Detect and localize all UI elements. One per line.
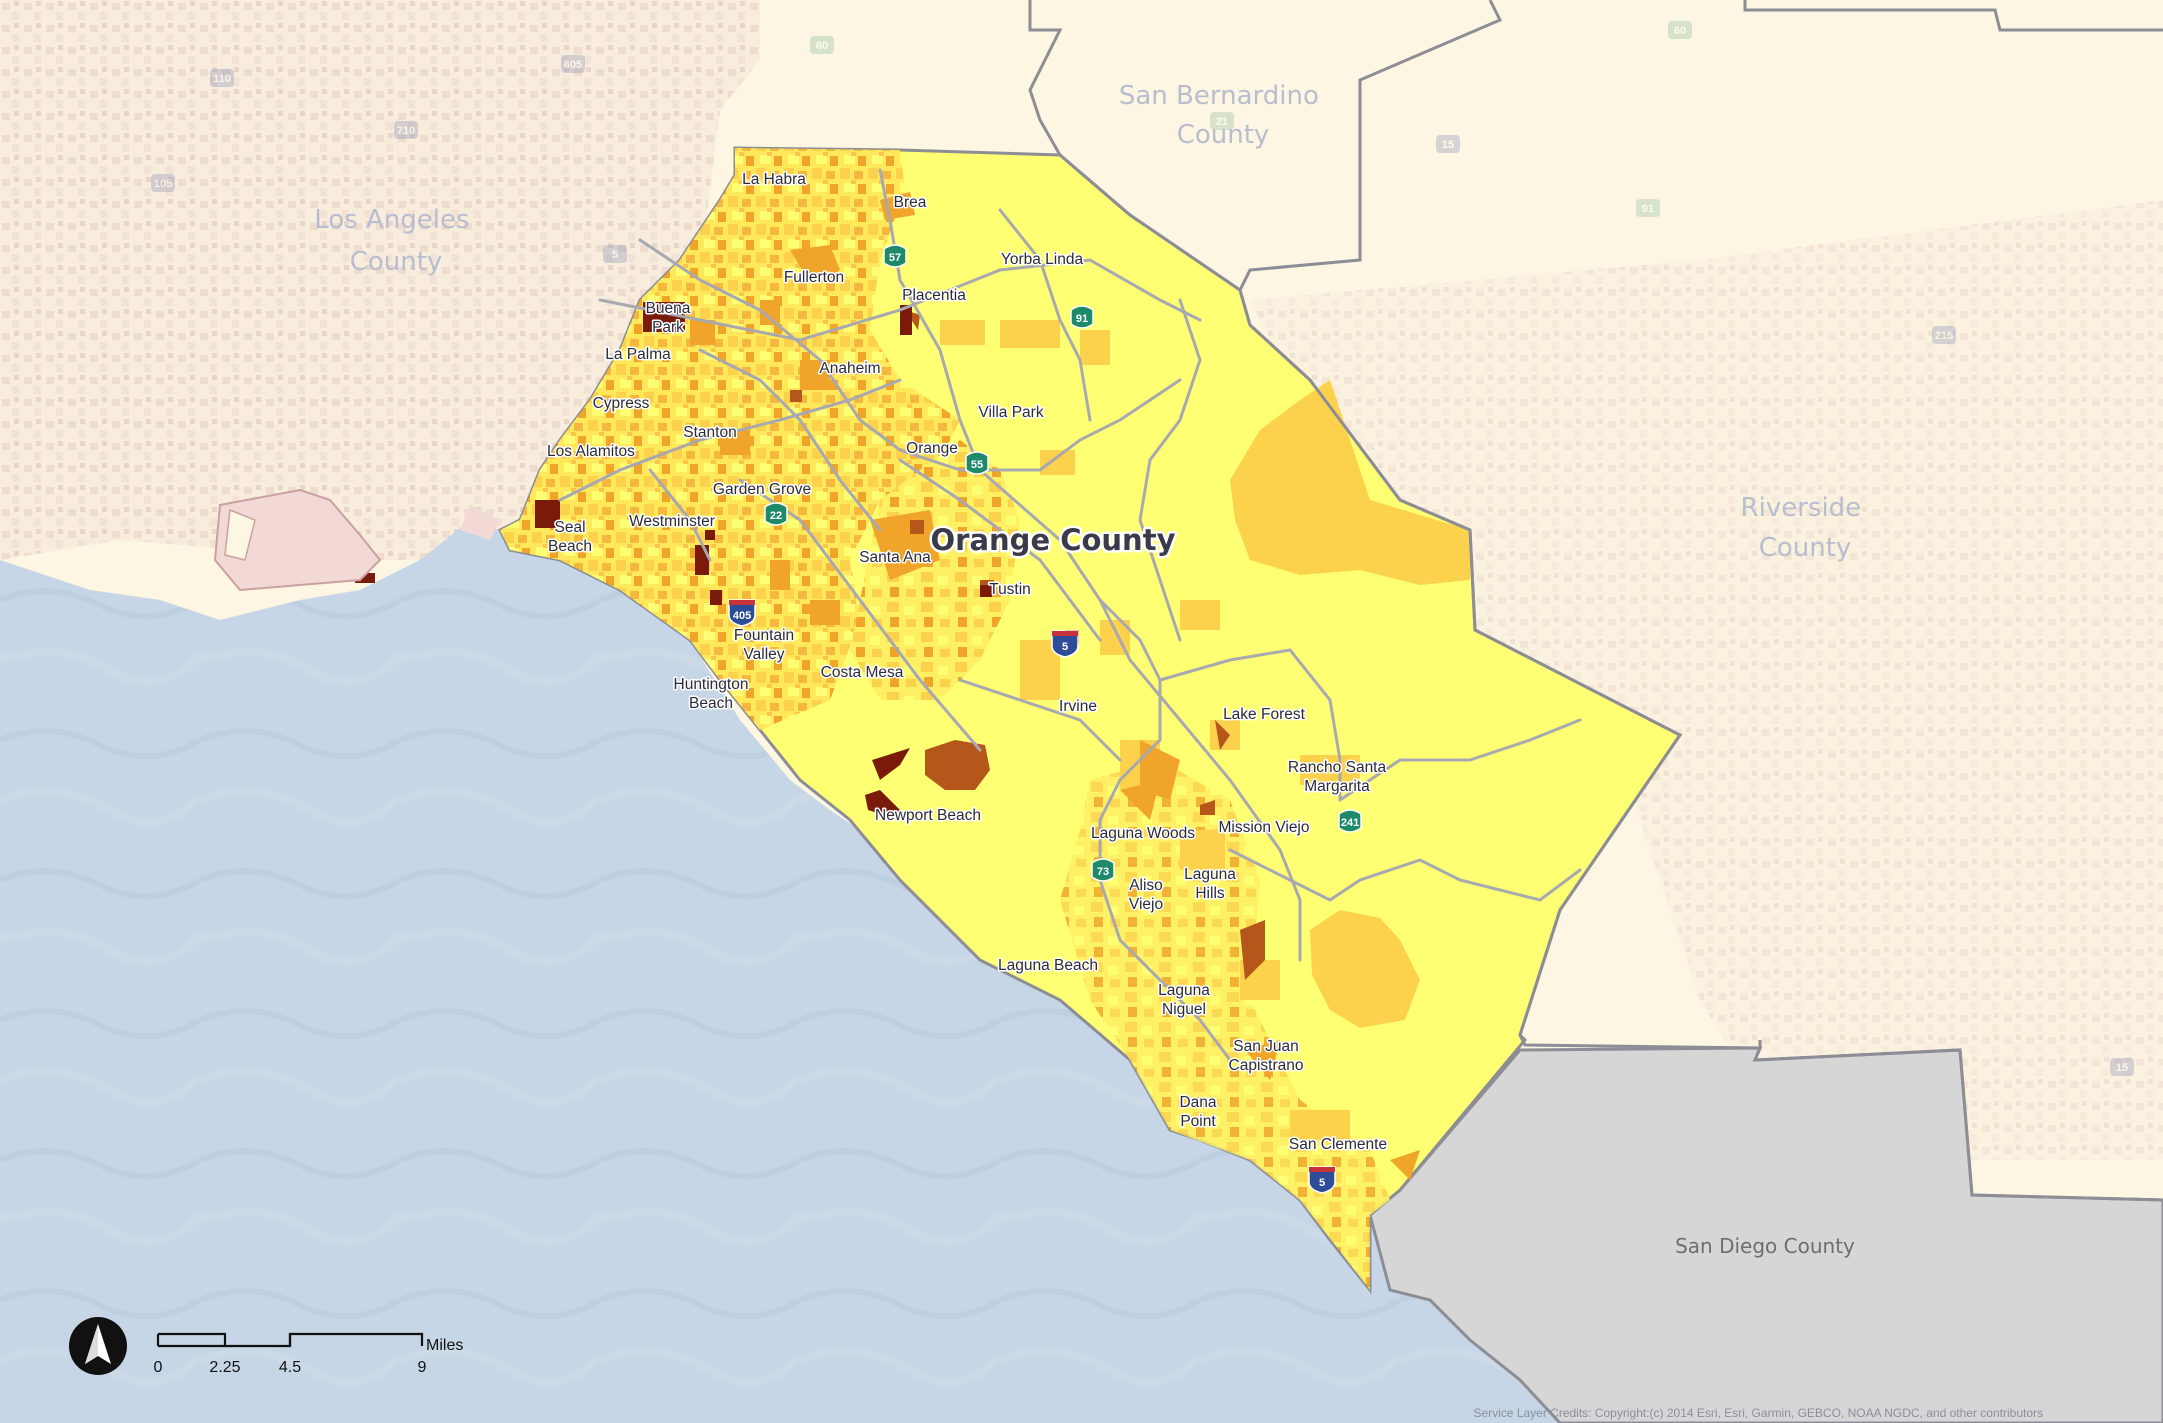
highway-shield-i-5-north: 5 bbox=[1051, 630, 1079, 658]
svg-text:55: 55 bbox=[971, 459, 983, 471]
city-label-orange: Orange bbox=[906, 440, 958, 457]
city-label-stanton: Stanton bbox=[683, 424, 736, 441]
scale-unit: Miles bbox=[426, 1337, 463, 1354]
city-label-villa-park: Villa Park bbox=[978, 404, 1043, 421]
svg-text:15: 15 bbox=[1442, 139, 1454, 151]
svg-text:15: 15 bbox=[2116, 1062, 2128, 1074]
svg-text:241: 241 bbox=[1341, 817, 1359, 829]
svg-text:710: 710 bbox=[397, 125, 415, 137]
scale-tick-9: 9 bbox=[418, 1359, 427, 1376]
highway-shield-sr-241: 241 bbox=[1338, 809, 1362, 833]
svg-text:60: 60 bbox=[816, 40, 828, 52]
svg-text:5: 5 bbox=[1062, 641, 1068, 653]
city-label-anaheim: Anaheim bbox=[819, 360, 880, 377]
extreme-tracts bbox=[355, 302, 1079, 820]
city-label-la-habra: La Habra bbox=[742, 171, 806, 188]
city-label-garden-grove: Garden Grove bbox=[713, 481, 811, 498]
highway-shield-i-405: 405 bbox=[728, 599, 756, 627]
oc-south-urban-tracts bbox=[1060, 760, 1390, 1290]
city-label-brea: Brea bbox=[894, 194, 927, 211]
long-beach-harbor bbox=[213, 488, 500, 592]
high-tracts bbox=[690, 192, 1420, 1180]
highway-shield-sr-73: 73 bbox=[1091, 858, 1115, 882]
caspers-park-area bbox=[1310, 910, 1420, 1028]
scale-bar: 0 2.25 4.5 9 Miles bbox=[154, 1332, 463, 1376]
county-label-riverside: Riverside County bbox=[1741, 493, 1870, 563]
scale-tick-2-25: 2.25 bbox=[209, 1359, 240, 1376]
county-borders bbox=[1028, 0, 2163, 1202]
scale-tick-0: 0 bbox=[154, 1359, 163, 1376]
city-label-tustin: Tustin bbox=[989, 581, 1031, 598]
scale-tick-4-5: 4.5 bbox=[279, 1359, 301, 1376]
city-label-santa-ana: Santa Ana bbox=[859, 549, 931, 566]
city-label-laguna-beach: Laguna Beach bbox=[998, 957, 1098, 974]
svg-text:91: 91 bbox=[1642, 203, 1654, 215]
cleveland-forest-area bbox=[1230, 380, 1470, 585]
svg-text:73: 73 bbox=[1097, 866, 1109, 878]
city-label-yorba-linda: Yorba Linda bbox=[1001, 251, 1084, 268]
svg-text:5: 5 bbox=[1319, 1177, 1325, 1189]
highway-shield-i-5-south: 5 bbox=[1308, 1166, 1336, 1194]
highway-shield-sr-55: 55 bbox=[965, 451, 989, 475]
city-label-cypress: Cypress bbox=[593, 395, 650, 412]
svg-text:91: 91 bbox=[1076, 313, 1088, 325]
highway-shield-sr-57: 57 bbox=[883, 244, 907, 268]
city-label-costa-mesa: Costa Mesa bbox=[821, 664, 904, 681]
svg-text:405: 405 bbox=[733, 610, 751, 622]
los-angeles-urban-area bbox=[0, 0, 760, 560]
riverside-urban-area bbox=[1250, 200, 2163, 1160]
faded-highway-shields: 605 60 110 710 105 5 60 15 91 215 15 21 bbox=[151, 21, 2134, 1076]
city-label-laguna-woods: Laguna Woods bbox=[1091, 825, 1195, 842]
city-label-westminster: Westminster bbox=[629, 513, 715, 530]
county-label-san-bernardino: San Bernardino County bbox=[1119, 81, 1327, 150]
county-label-san-diego: San Diego County bbox=[1675, 1234, 1855, 1258]
city-label-mission-viejo: Mission Viejo bbox=[1218, 819, 1309, 836]
city-label-san-clemente: San Clemente bbox=[1289, 1136, 1387, 1153]
county-label-los-angeles: Los Angeles County bbox=[314, 205, 478, 277]
highway-shields: 57 91 55 22 405 5 241 73 5 bbox=[728, 244, 1362, 1194]
city-label-la-palma: La Palma bbox=[605, 346, 671, 363]
city-label-fullerton: Fullerton bbox=[784, 269, 844, 286]
svg-text:57: 57 bbox=[889, 252, 901, 264]
city-label-newport-beach: Newport Beach bbox=[875, 807, 981, 824]
svg-text:22: 22 bbox=[770, 510, 782, 522]
oc-central-urban-tracts bbox=[850, 440, 1020, 700]
svg-text:110: 110 bbox=[213, 73, 231, 85]
service-credits: Service Layer Credits: Copyright:(c) 201… bbox=[1473, 1406, 2043, 1420]
svg-text:105: 105 bbox=[154, 178, 172, 190]
svg-text:605: 605 bbox=[564, 59, 582, 71]
highway-shield-sr-91: 91 bbox=[1070, 305, 1094, 329]
city-label-placentia: Placentia bbox=[902, 287, 966, 304]
svg-text:215: 215 bbox=[1935, 330, 1953, 342]
city-label-irvine: Irvine bbox=[1059, 698, 1097, 715]
city-label-los-alamitos: Los Alamitos bbox=[547, 443, 635, 460]
svg-text:5: 5 bbox=[612, 249, 618, 261]
north-arrow-icon bbox=[69, 1317, 127, 1375]
pacific-ocean bbox=[0, 520, 1560, 1423]
neighbor-county-labels: Los Angeles County San Bernardino County… bbox=[314, 81, 1870, 1258]
svg-text:21: 21 bbox=[1216, 116, 1228, 128]
city-label-lake-forest: Lake Forest bbox=[1223, 706, 1306, 723]
county-label-orange: Orange County bbox=[931, 523, 1176, 557]
svg-text:60: 60 bbox=[1674, 25, 1686, 37]
highway-shield-sr-22: 22 bbox=[764, 502, 788, 526]
